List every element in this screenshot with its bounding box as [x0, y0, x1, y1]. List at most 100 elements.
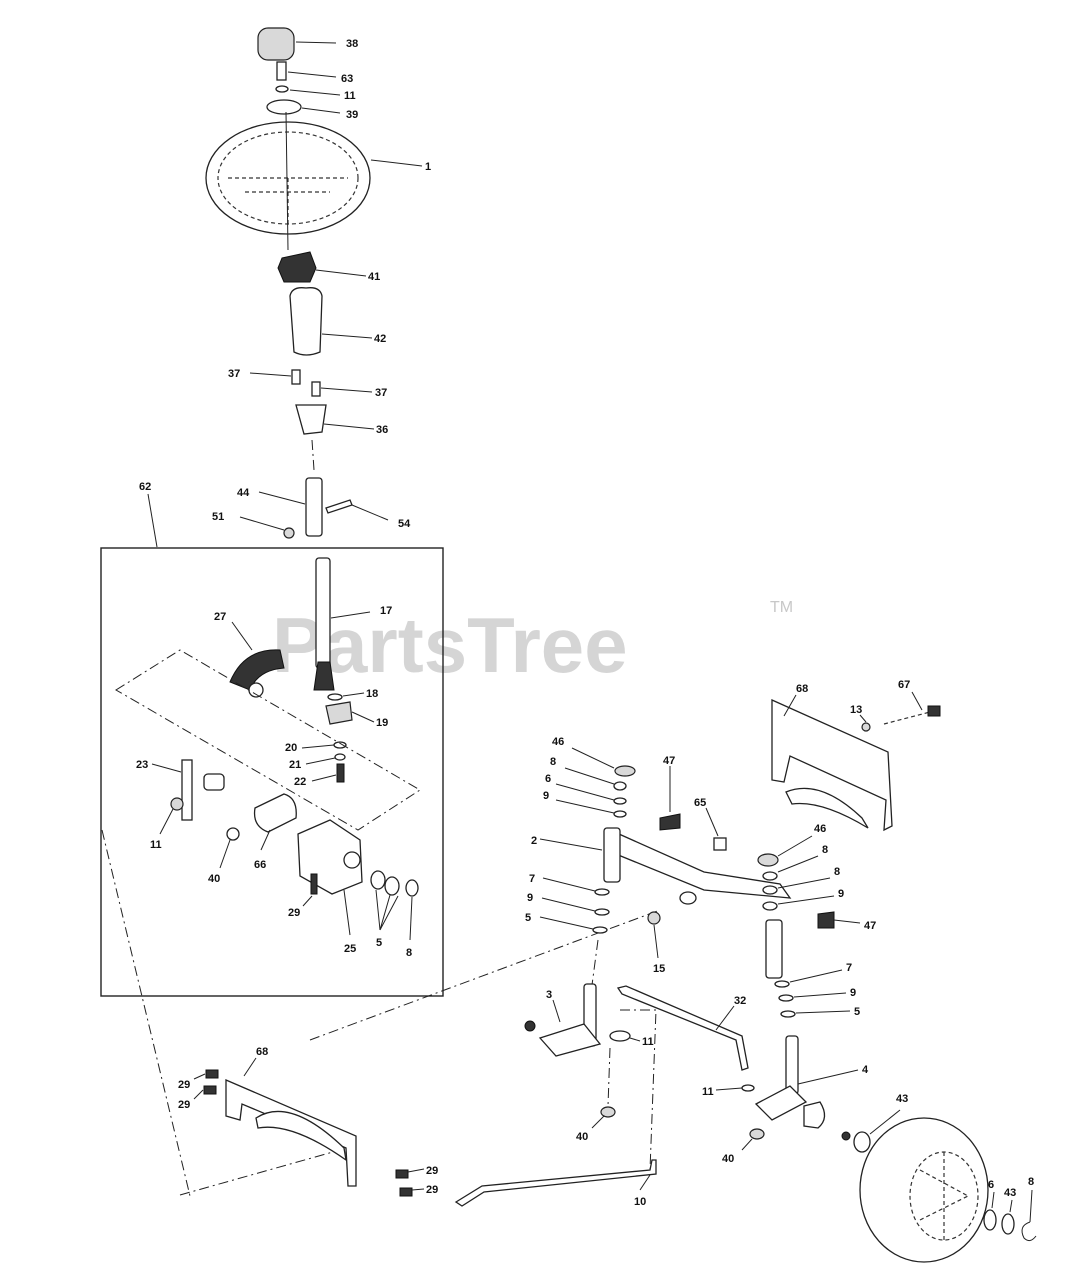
part-8-clip-right-a — [762, 855, 819, 881]
part-29-bolt-bracket-c — [395, 1168, 425, 1179]
part-47-fitting-right — [817, 911, 861, 929]
part-37-bolt-right — [311, 381, 373, 397]
callout-1: 1 — [425, 161, 431, 173]
callout-62: 62 — [139, 481, 151, 493]
callout-66: 66 — [254, 859, 266, 871]
part-41-hub — [277, 251, 367, 283]
callout-8-left: 8 — [550, 756, 556, 768]
callout-54: 54 — [398, 518, 411, 530]
part-1-steering-wheel — [205, 121, 423, 235]
callout-9-right-bottom: 9 — [850, 987, 856, 999]
part-22-bolt — [311, 763, 345, 783]
callout-11-mid: 11 — [642, 1036, 654, 1048]
callout-37-left: 37 — [228, 368, 240, 380]
part-65-bushing — [705, 807, 727, 851]
part-6-washer-left — [555, 783, 627, 805]
callout-19: 19 — [376, 717, 388, 729]
callout-2: 2 — [531, 835, 537, 847]
part-9-washer-right-top — [762, 895, 835, 911]
part-bushing-small — [203, 773, 225, 791]
part-21-washer — [305, 753, 346, 765]
callout-43-outer: 43 — [1004, 1187, 1016, 1199]
callout-5-box: 5 — [376, 937, 382, 949]
callout-44: 44 — [237, 487, 250, 499]
callout-7-left: 7 — [529, 873, 535, 885]
callout-46-left: 46 — [552, 736, 564, 748]
part-29-bolt-bracket-d — [399, 1187, 425, 1197]
part-13-nut — [859, 714, 871, 732]
callout-9-left-top: 9 — [543, 790, 549, 802]
callout-9-right-top: 9 — [838, 888, 844, 900]
callout-6-wheel: 6 — [988, 1179, 994, 1191]
callout-40-left: 40 — [576, 1131, 588, 1143]
callout-9-left-bottom: 9 — [527, 892, 533, 904]
part-42-sleeve — [289, 287, 373, 356]
part-51-nut — [239, 516, 295, 539]
part-8-clip-right-b — [762, 877, 831, 895]
part-43-washer-outer — [1001, 1199, 1015, 1235]
part-67-bolt — [883, 691, 941, 725]
callout-68-top: 68 — [796, 683, 808, 695]
part-5-washer-left — [539, 916, 608, 934]
callout-51: 51 — [212, 511, 224, 523]
part-5-washers-box — [370, 870, 400, 931]
callout-17: 17 — [380, 605, 392, 617]
part-11-washer-right — [715, 1084, 755, 1092]
callout-40-right: 40 — [722, 1153, 734, 1165]
callout-29-b: 29 — [178, 1099, 190, 1111]
callout-7-right: 7 — [846, 962, 852, 974]
part-40-nut-left — [591, 1047, 616, 1129]
callout-8-right-a: 8 — [822, 844, 828, 856]
part-3-spindle-left — [524, 983, 602, 1057]
part-46-cap-right — [757, 835, 813, 867]
part-29-bolt-bracket-a — [193, 1069, 219, 1080]
callout-40-box: 40 — [208, 873, 220, 885]
callout-23: 23 — [136, 759, 148, 771]
callout-47-left: 47 — [663, 755, 675, 767]
part-8-clip-left — [564, 767, 627, 791]
part-43-washer-inner — [841, 1109, 901, 1153]
callout-47-right: 47 — [864, 920, 876, 932]
part-11-nut-box — [159, 797, 184, 835]
part-15-nut — [647, 911, 661, 959]
callout-67: 67 — [898, 679, 910, 691]
part-11-washer-top — [275, 85, 341, 96]
callout-36: 36 — [376, 424, 388, 436]
callout-68-bottom: 68 — [256, 1046, 268, 1058]
box-62-gear-assembly — [100, 547, 444, 997]
part-40-washer-box — [219, 827, 240, 869]
part-8-clip-box — [405, 879, 419, 941]
callout-8-wheel: 8 — [1028, 1176, 1034, 1188]
callout-42: 42 — [374, 333, 386, 345]
callout-3: 3 — [546, 989, 552, 1001]
callout-6-left: 6 — [545, 773, 551, 785]
part-63-bolt — [276, 61, 337, 81]
part-54-bolt — [325, 499, 389, 521]
callout-65: 65 — [694, 797, 706, 809]
part-4-spindle-right — [754, 1035, 859, 1129]
part-20-washer — [301, 741, 347, 749]
part-17-pinion-shaft — [313, 557, 371, 691]
part-66-bushing — [253, 793, 297, 851]
part-68-bracket-left — [225, 1057, 357, 1187]
callout-15: 15 — [653, 963, 665, 975]
callout-18: 18 — [366, 688, 378, 700]
part-29-bolt-box — [302, 873, 318, 907]
part-37-bolt-left — [249, 369, 301, 385]
part-18-washer — [327, 692, 365, 701]
part-44-shaft — [258, 477, 323, 537]
callout-46-right: 46 — [814, 823, 826, 835]
part-7-washer-left — [542, 877, 610, 896]
part-axle-bushing — [679, 891, 697, 905]
part-6-washer-wheel — [983, 1191, 997, 1231]
callout-37-right: 37 — [375, 387, 387, 399]
callout-39: 39 — [346, 109, 358, 121]
callout-21: 21 — [289, 759, 301, 771]
part-front-wheel — [859, 1117, 989, 1263]
callout-8-box: 8 — [406, 947, 412, 959]
part-2-axle — [539, 829, 792, 899]
part-25-bracket — [297, 819, 363, 936]
callout-4: 4 — [862, 1064, 869, 1076]
callout-13: 13 — [850, 704, 862, 716]
